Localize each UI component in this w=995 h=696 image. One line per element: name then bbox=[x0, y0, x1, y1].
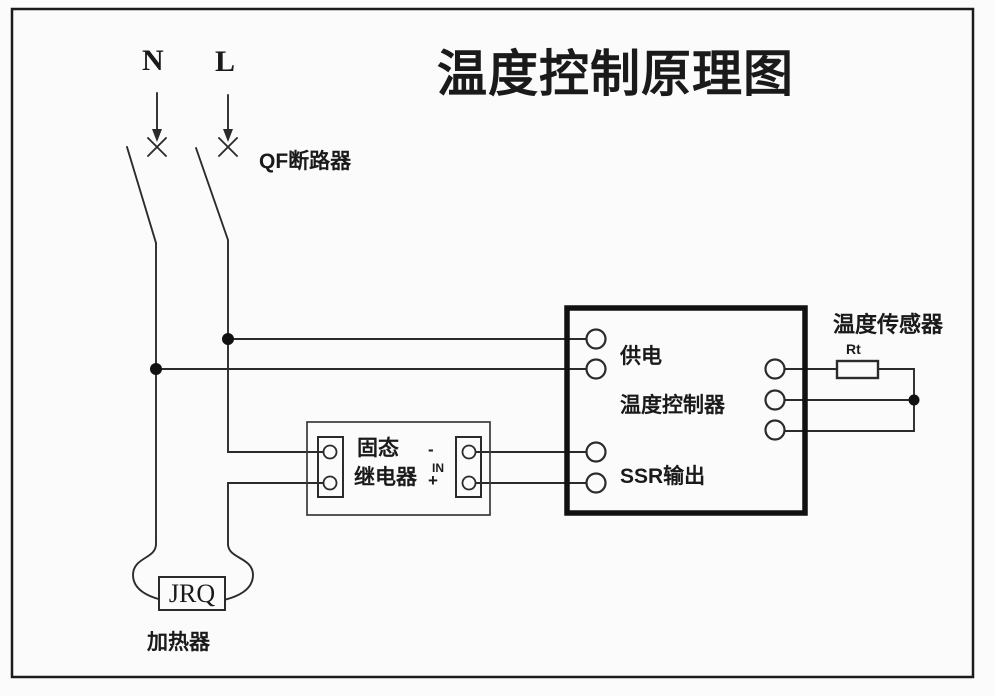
heater-jrq-label: JRQ bbox=[168, 579, 216, 608]
breaker-blade-l bbox=[195, 147, 229, 241]
controller-box bbox=[564, 305, 808, 516]
relay-name-line2: 继电器 bbox=[354, 466, 417, 489]
relay-in-label: IN bbox=[432, 461, 444, 475]
diagram-frame-border bbox=[10, 7, 975, 679]
relay-name-line1: 固态 bbox=[357, 437, 399, 460]
relay-terminal bbox=[461, 475, 477, 491]
controller-terminal-ssr-minus bbox=[585, 441, 607, 463]
wire-relay-to-heater bbox=[227, 482, 324, 545]
controller-terminal-sensor-1 bbox=[764, 358, 786, 380]
resistor-label: Rt bbox=[846, 341, 861, 357]
live-label: L bbox=[215, 45, 236, 78]
breaker-blade-n bbox=[126, 146, 157, 244]
junction-dot bbox=[222, 333, 234, 345]
neutral-label: N bbox=[142, 44, 164, 77]
junction-dot bbox=[908, 394, 920, 406]
breaker-label: QF断路器 bbox=[259, 150, 352, 173]
sensor-label: 温度传感器 bbox=[833, 312, 944, 337]
ssr-output-label: SSR输出 bbox=[620, 465, 706, 488]
heater-jrq-box bbox=[158, 576, 226, 611]
controller-terminal-sensor-2 bbox=[764, 389, 786, 411]
controller-terminal-supply-n bbox=[585, 358, 607, 380]
breaker-pole-n-icon bbox=[126, 92, 167, 244]
junction-dot bbox=[150, 363, 162, 375]
relay-plus-label: + bbox=[428, 471, 438, 490]
relay-box bbox=[306, 421, 491, 516]
supply-label: 供电 bbox=[620, 345, 662, 368]
relay-terminal-block-right bbox=[455, 436, 482, 498]
relay-terminal bbox=[461, 444, 477, 460]
controller-label: 温度控制器 bbox=[620, 394, 725, 417]
wire-live-to-relay bbox=[227, 239, 324, 453]
resistor-symbol bbox=[835, 359, 880, 380]
page-title: 温度控制原理图 bbox=[437, 46, 794, 102]
junction-dots bbox=[150, 333, 920, 406]
controller-terminal-sensor-3 bbox=[764, 419, 786, 441]
heater-label: 加热器 bbox=[147, 631, 210, 654]
controller-terminal-ssr-plus bbox=[585, 472, 607, 494]
relay-terminal bbox=[322, 475, 338, 491]
relay-minus-label: - bbox=[428, 440, 434, 459]
controller-terminal-supply-l bbox=[585, 328, 607, 350]
relay-terminal bbox=[322, 444, 338, 460]
relay-terminal-block-left bbox=[317, 436, 344, 498]
breaker-pole-l-icon bbox=[195, 94, 238, 241]
